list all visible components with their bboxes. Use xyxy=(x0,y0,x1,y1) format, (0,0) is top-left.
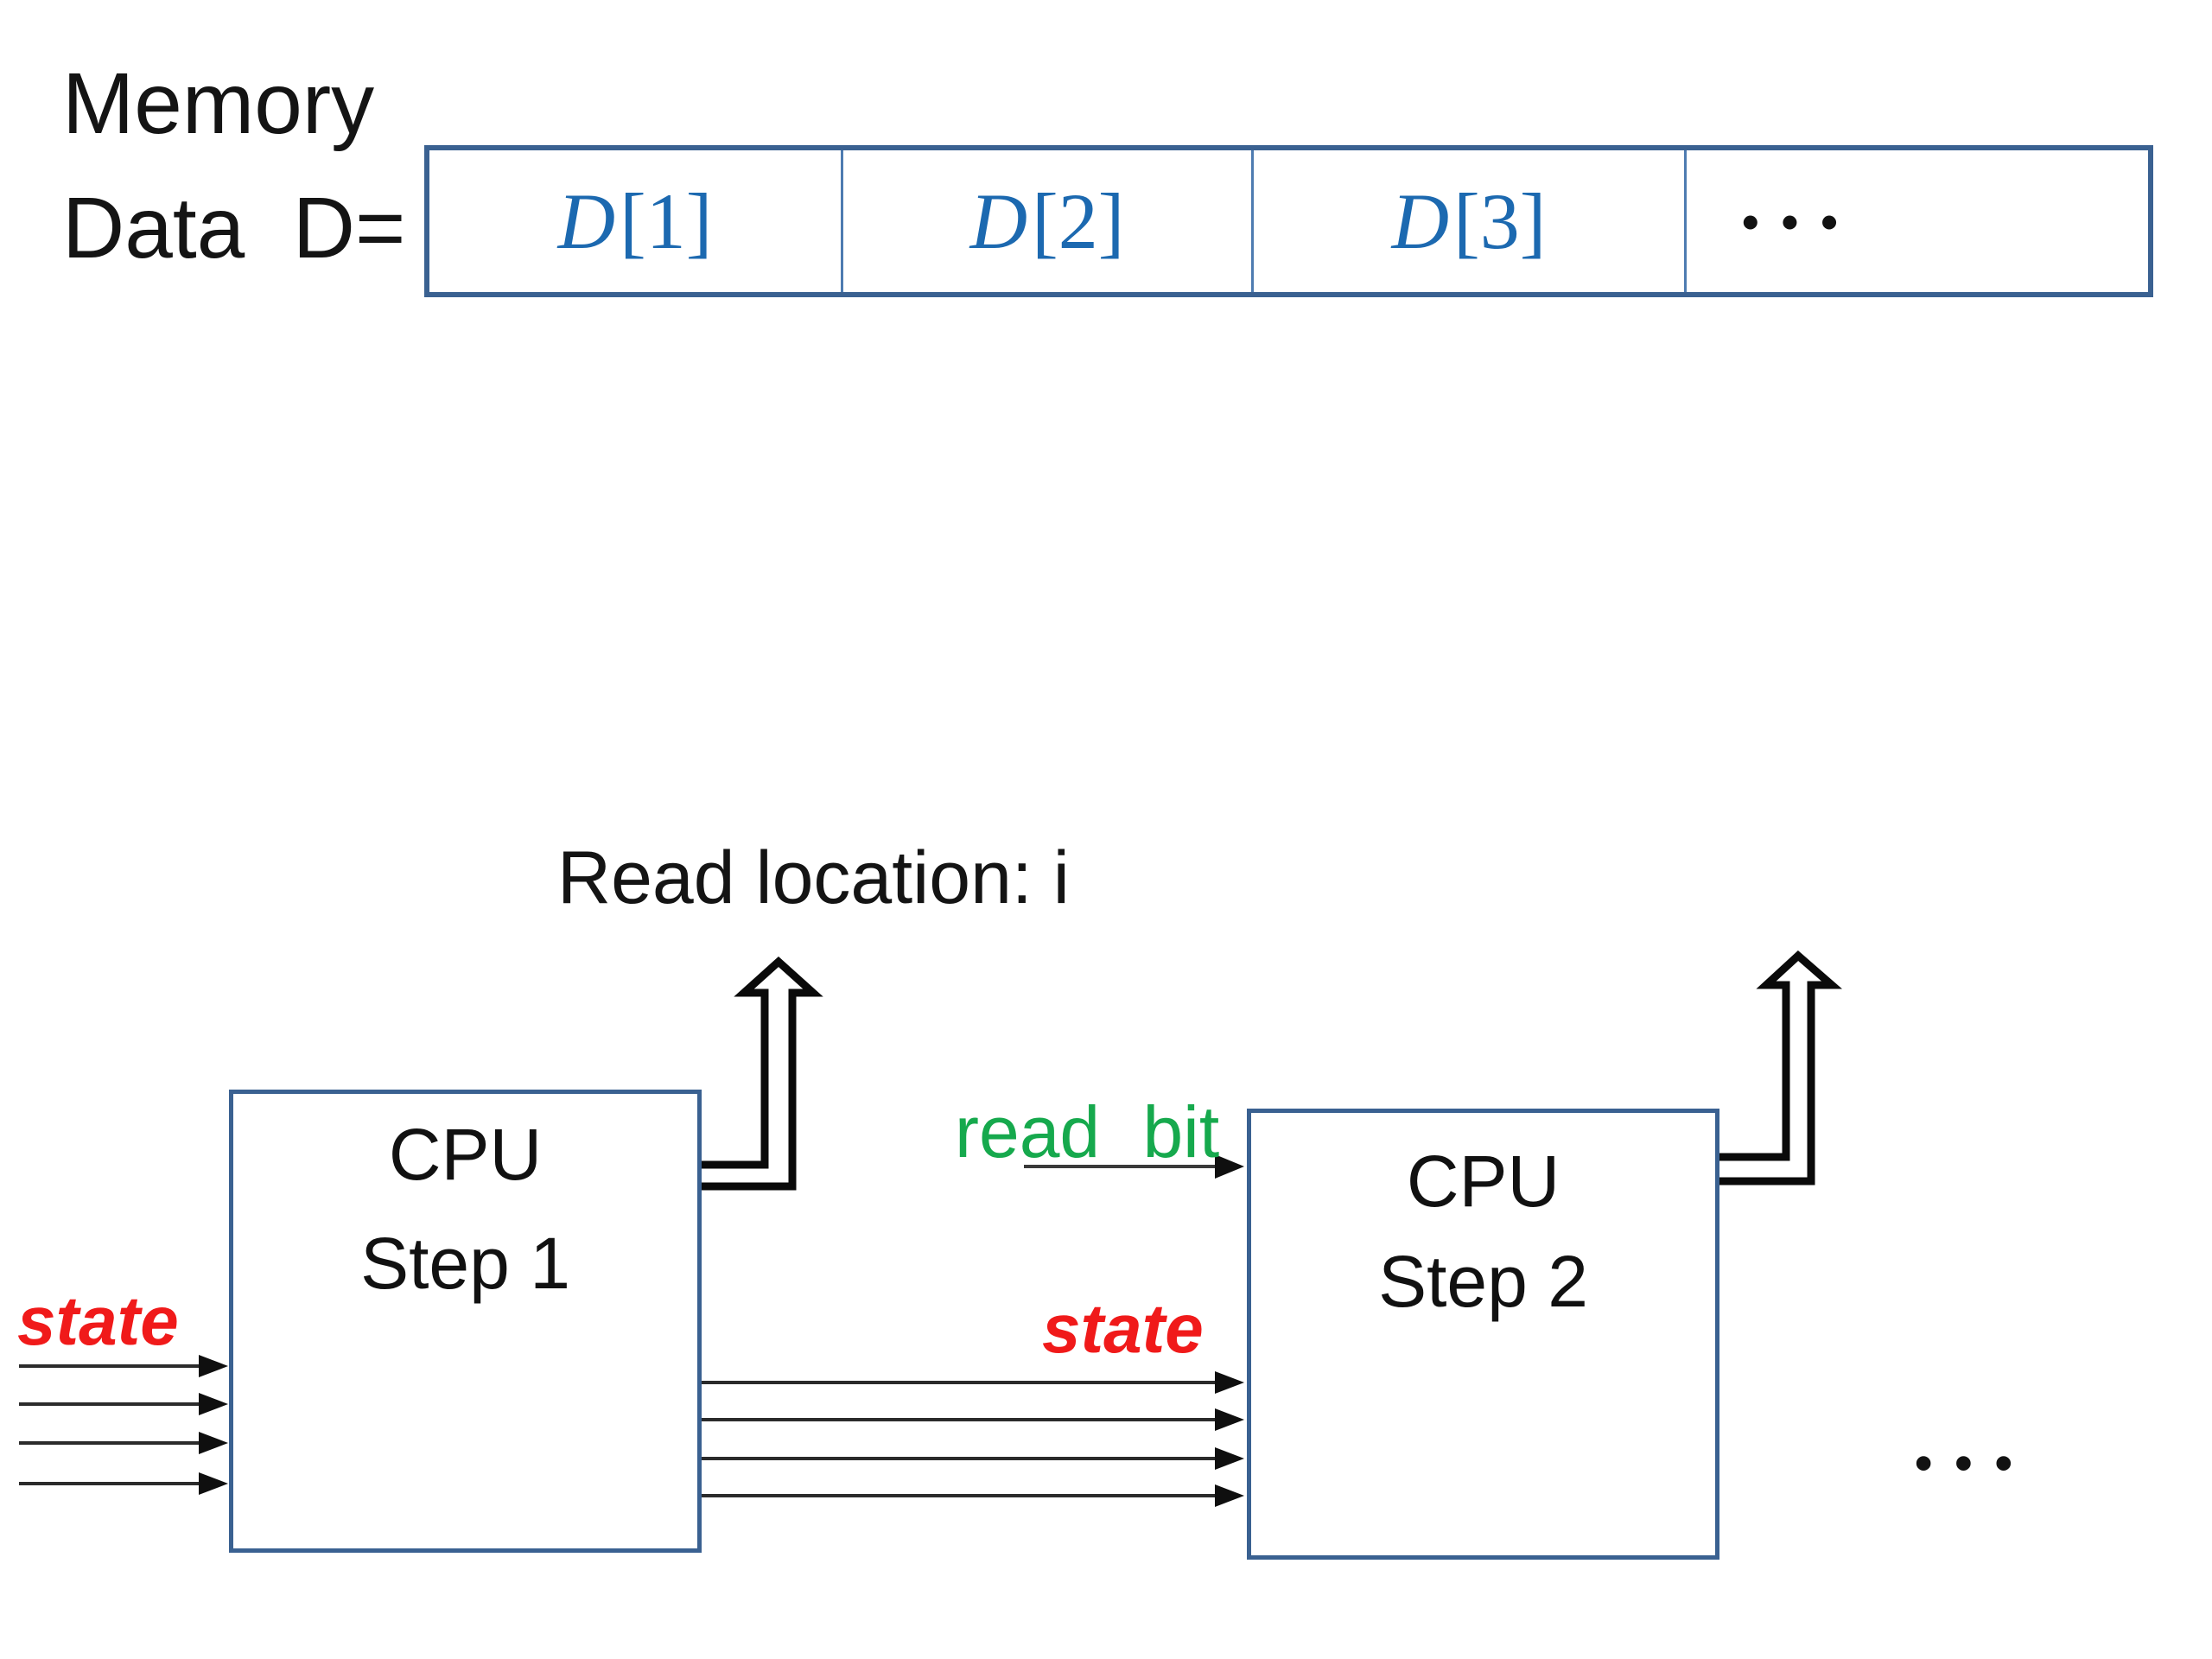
cell-index: [2] xyxy=(1032,177,1125,265)
memory-array: D[1] D[2] D[3] ••• xyxy=(424,145,2153,297)
read-bit-label: read bit xyxy=(955,1091,1220,1173)
state-transfer-arrows xyxy=(698,1371,1244,1507)
cpu-step2-subtitle: Step 2 xyxy=(1378,1241,1588,1322)
cell-variable: D xyxy=(969,177,1028,265)
state-label-left: state xyxy=(17,1282,179,1359)
cpu2-output-bent-arrow xyxy=(1711,950,1843,1185)
memory-cell-ellipsis: ••• xyxy=(1742,194,1860,249)
cpu-step2-title: CPU xyxy=(1406,1141,1560,1222)
cell-variable: D xyxy=(1391,177,1450,265)
read-location-bent-arrow xyxy=(692,956,823,1191)
cpu-step1-box: CPU Step 1 xyxy=(229,1090,702,1553)
read-bit-arrow xyxy=(1024,1154,1244,1179)
memory-cell-d1: D[1] xyxy=(429,150,843,292)
memory-label-line1: Memory xyxy=(62,55,375,152)
cpu-step1-title: CPU xyxy=(388,1114,543,1195)
memory-label-line2: Data D= xyxy=(62,180,406,276)
read-location-label: Read location: i xyxy=(557,836,1070,919)
cell-index: [1] xyxy=(620,177,713,265)
memory-cell-d3: D[3] xyxy=(1254,150,1687,292)
cpu-step1-subtitle: Step 1 xyxy=(360,1223,570,1304)
state-label-middle: state xyxy=(1042,1290,1204,1367)
cpu-step2-box: CPU Step 2 xyxy=(1247,1109,1719,1560)
cell-variable: D xyxy=(557,177,616,265)
continuation-ellipsis: ••• xyxy=(1915,1435,2035,1491)
state-input-arrows xyxy=(19,1355,228,1495)
memory-cell-d2: D[2] xyxy=(843,150,1254,292)
cell-index: [3] xyxy=(1453,177,1547,265)
